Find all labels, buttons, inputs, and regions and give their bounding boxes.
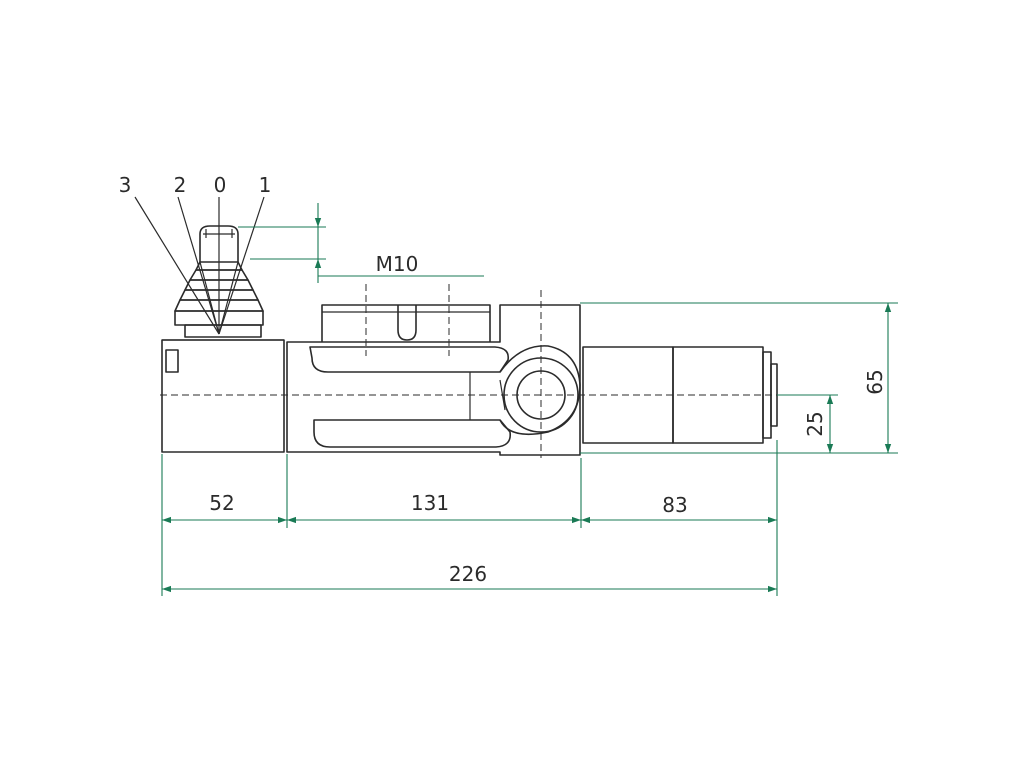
dimension-131: 131 (411, 491, 449, 515)
position-label-2: 2 (174, 173, 187, 197)
dimension-25: 25 (803, 411, 827, 436)
valve-body (286, 284, 581, 458)
dimension-65: 65 (863, 369, 887, 394)
dimension-83: 83 (662, 493, 687, 517)
dimension-52: 52 (209, 491, 234, 515)
dimension-lines (161, 203, 898, 596)
position-label-0: 0 (214, 173, 227, 197)
thread-label: M10 (376, 252, 419, 276)
dimension-226: 226 (449, 562, 487, 586)
position-label-1: 1 (259, 173, 272, 197)
lever-assembly (134, 196, 285, 453)
position-label-3: 3 (119, 173, 132, 197)
